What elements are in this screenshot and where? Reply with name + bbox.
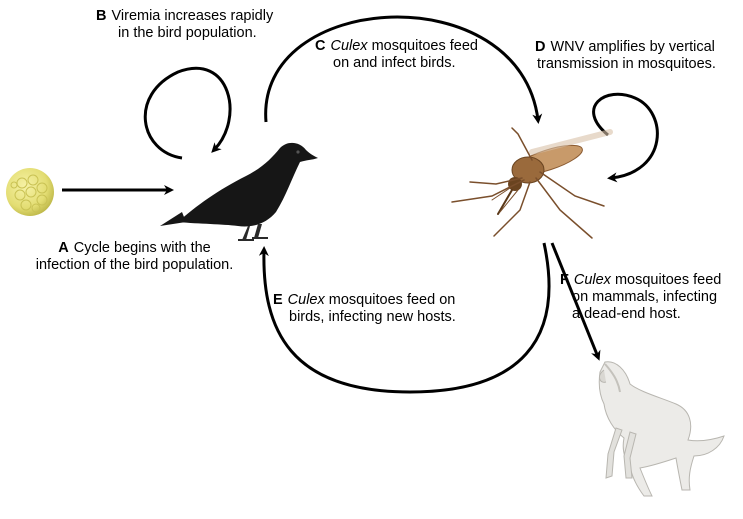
arrow-mosquito-to-horse <box>550 242 601 361</box>
step-b-letter: B <box>96 8 107 24</box>
step-f-line1: mosquitoes feed <box>610 272 722 288</box>
step-d-line2: transmission in mosquitoes. <box>537 56 716 72</box>
step-a-line2: infection of the bird population. <box>35 257 234 273</box>
arrow-loop-b <box>143 66 232 160</box>
mosquito-icon <box>451 127 613 239</box>
step-e-italic: Culex <box>287 292 325 308</box>
step-e-line1: mosquitoes feed on <box>324 292 456 308</box>
arrow-loop-d <box>592 92 659 183</box>
step-b-line2: in the bird population. <box>118 25 257 41</box>
step-a-line1: Cycle begins with the <box>73 240 211 256</box>
step-c-italic: Culex <box>330 38 368 54</box>
arrow-arc-e <box>258 242 551 394</box>
step-c-line2: on and infect birds. <box>333 55 456 71</box>
step-f-italic: Culex <box>573 272 611 288</box>
crow-icon <box>160 142 318 241</box>
step-e-line2: birds, infecting new hosts. <box>289 309 456 325</box>
step-f-letter: F <box>560 272 569 288</box>
step-f-line3: a dead-end host. <box>572 306 681 322</box>
step-f-line2: on mammals, infecting <box>572 289 718 305</box>
step-c-line1: mosquitoes feed <box>367 38 478 54</box>
horse-icon <box>598 361 725 497</box>
step-c-letter: C <box>315 38 326 54</box>
virus-particle-icon <box>6 168 54 216</box>
step-a-letter: A <box>58 240 69 256</box>
step-d-letter: D <box>535 39 546 55</box>
step-d-line1: WNV amplifies by vertical <box>550 39 715 55</box>
arrow-arc-c <box>264 15 543 124</box>
step-b-line1: Viremia increases rapidly <box>111 8 274 24</box>
step-e-letter: E <box>273 292 283 308</box>
